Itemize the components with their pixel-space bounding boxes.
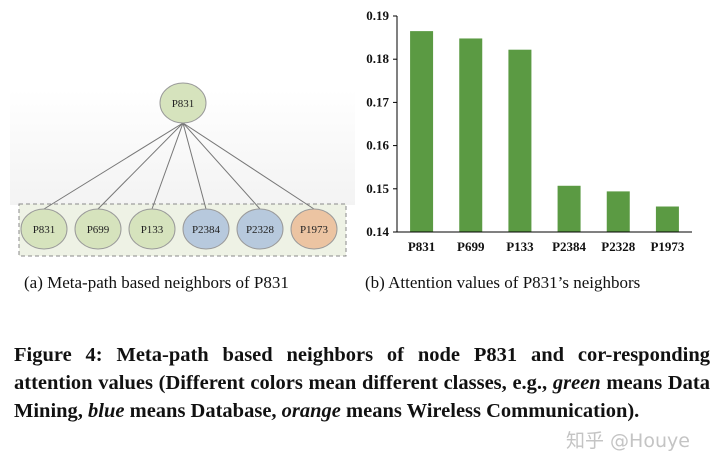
neighbor-node-4-label: P2328 — [246, 224, 275, 236]
edge-p699-1 — [97, 122, 184, 210]
neighbor-node-3: P2384 — [182, 208, 230, 250]
edge-p133-2 — [151, 122, 184, 210]
neighbor-node-3-label: P2384 — [192, 224, 221, 236]
root-node-circle — [159, 82, 207, 124]
caption-text-4: means Wireless Communication). — [340, 400, 640, 422]
x-tick-label-p1973: P1973 — [650, 239, 684, 254]
y-tick-label: 0.15 — [366, 181, 389, 196]
subcaption-b: (b) Attention values of P831’s neighbors — [365, 273, 641, 292]
neighbor-node-0: P831 — [20, 208, 68, 250]
y-tick-label: 0.14 — [366, 224, 389, 239]
neighbor-node-4-circle — [236, 208, 284, 250]
neighbor-node-5-circle — [290, 208, 338, 250]
neighbor-node-4: P2328 — [236, 208, 284, 250]
neighbor-node-1: P699 — [74, 208, 122, 250]
neighbor-node-3-circle — [182, 208, 230, 250]
y-tick-label: 0.17 — [366, 94, 389, 109]
watermark: 知乎 @Houye — [566, 430, 690, 452]
caption-text-2: means Data Mining, — [14, 372, 711, 422]
caption-text-3: means Database, — [124, 400, 282, 422]
edge-p2328-4 — [182, 122, 261, 210]
neighbor-node-5-label: P1973 — [300, 224, 329, 236]
x-tick-label-p2328: P2328 — [601, 239, 635, 254]
neighbor-node-2: P133 — [128, 208, 176, 250]
neighbor-node-2-circle — [128, 208, 176, 250]
edge-p2384-3 — [182, 122, 207, 210]
attention-bar-chart: 0.14 0.15 0.16 0.17 0.18 0.19 P831 P699 P133 P23… — [366, 8, 692, 254]
y-tick-label: 0.19 — [366, 8, 389, 23]
figure-caption: Figure 4: Meta-path based neighbors of n… — [14, 341, 710, 425]
neighbor-node-0-label: P831 — [33, 224, 56, 236]
neighbor-node-1-label: P699 — [87, 224, 110, 236]
edge-p1973-5 — [182, 122, 315, 210]
y-tick-label: 0.16 — [366, 138, 389, 153]
neighbor-node-5: P1973 — [290, 208, 338, 250]
bar-p699 — [459, 38, 483, 232]
x-tick-label-p831: P831 — [408, 239, 435, 254]
caption-word-blue: blue — [88, 400, 125, 422]
neighbor-node-2-label: P133 — [141, 224, 164, 236]
y-tick-label: 0.18 — [366, 51, 389, 66]
x-tick-label-p133: P133 — [506, 239, 534, 254]
bar-p2384 — [557, 185, 581, 232]
neighbor-node-1-circle — [74, 208, 122, 250]
x-tick-label-p2384: P2384 — [552, 239, 586, 254]
subcaption-a: (a) Meta-path based neighbors of P831 — [24, 273, 289, 292]
edge-p831-0 — [43, 122, 184, 210]
caption-word-green: green — [552, 372, 601, 394]
caption-word-orange: orange — [281, 400, 341, 422]
root-node-label: P831 — [172, 98, 195, 110]
bar-p2328 — [606, 191, 630, 232]
x-tick-label-p699: P699 — [457, 239, 485, 254]
caption-text-1: Figure 4: Meta-path based neighbors of n… — [14, 344, 710, 394]
root-node: P831 — [159, 82, 207, 124]
bar-p1973 — [655, 206, 679, 232]
bar-p133 — [508, 49, 532, 232]
neighbor-node-0-circle — [20, 208, 68, 250]
bar-p831 — [410, 31, 434, 233]
